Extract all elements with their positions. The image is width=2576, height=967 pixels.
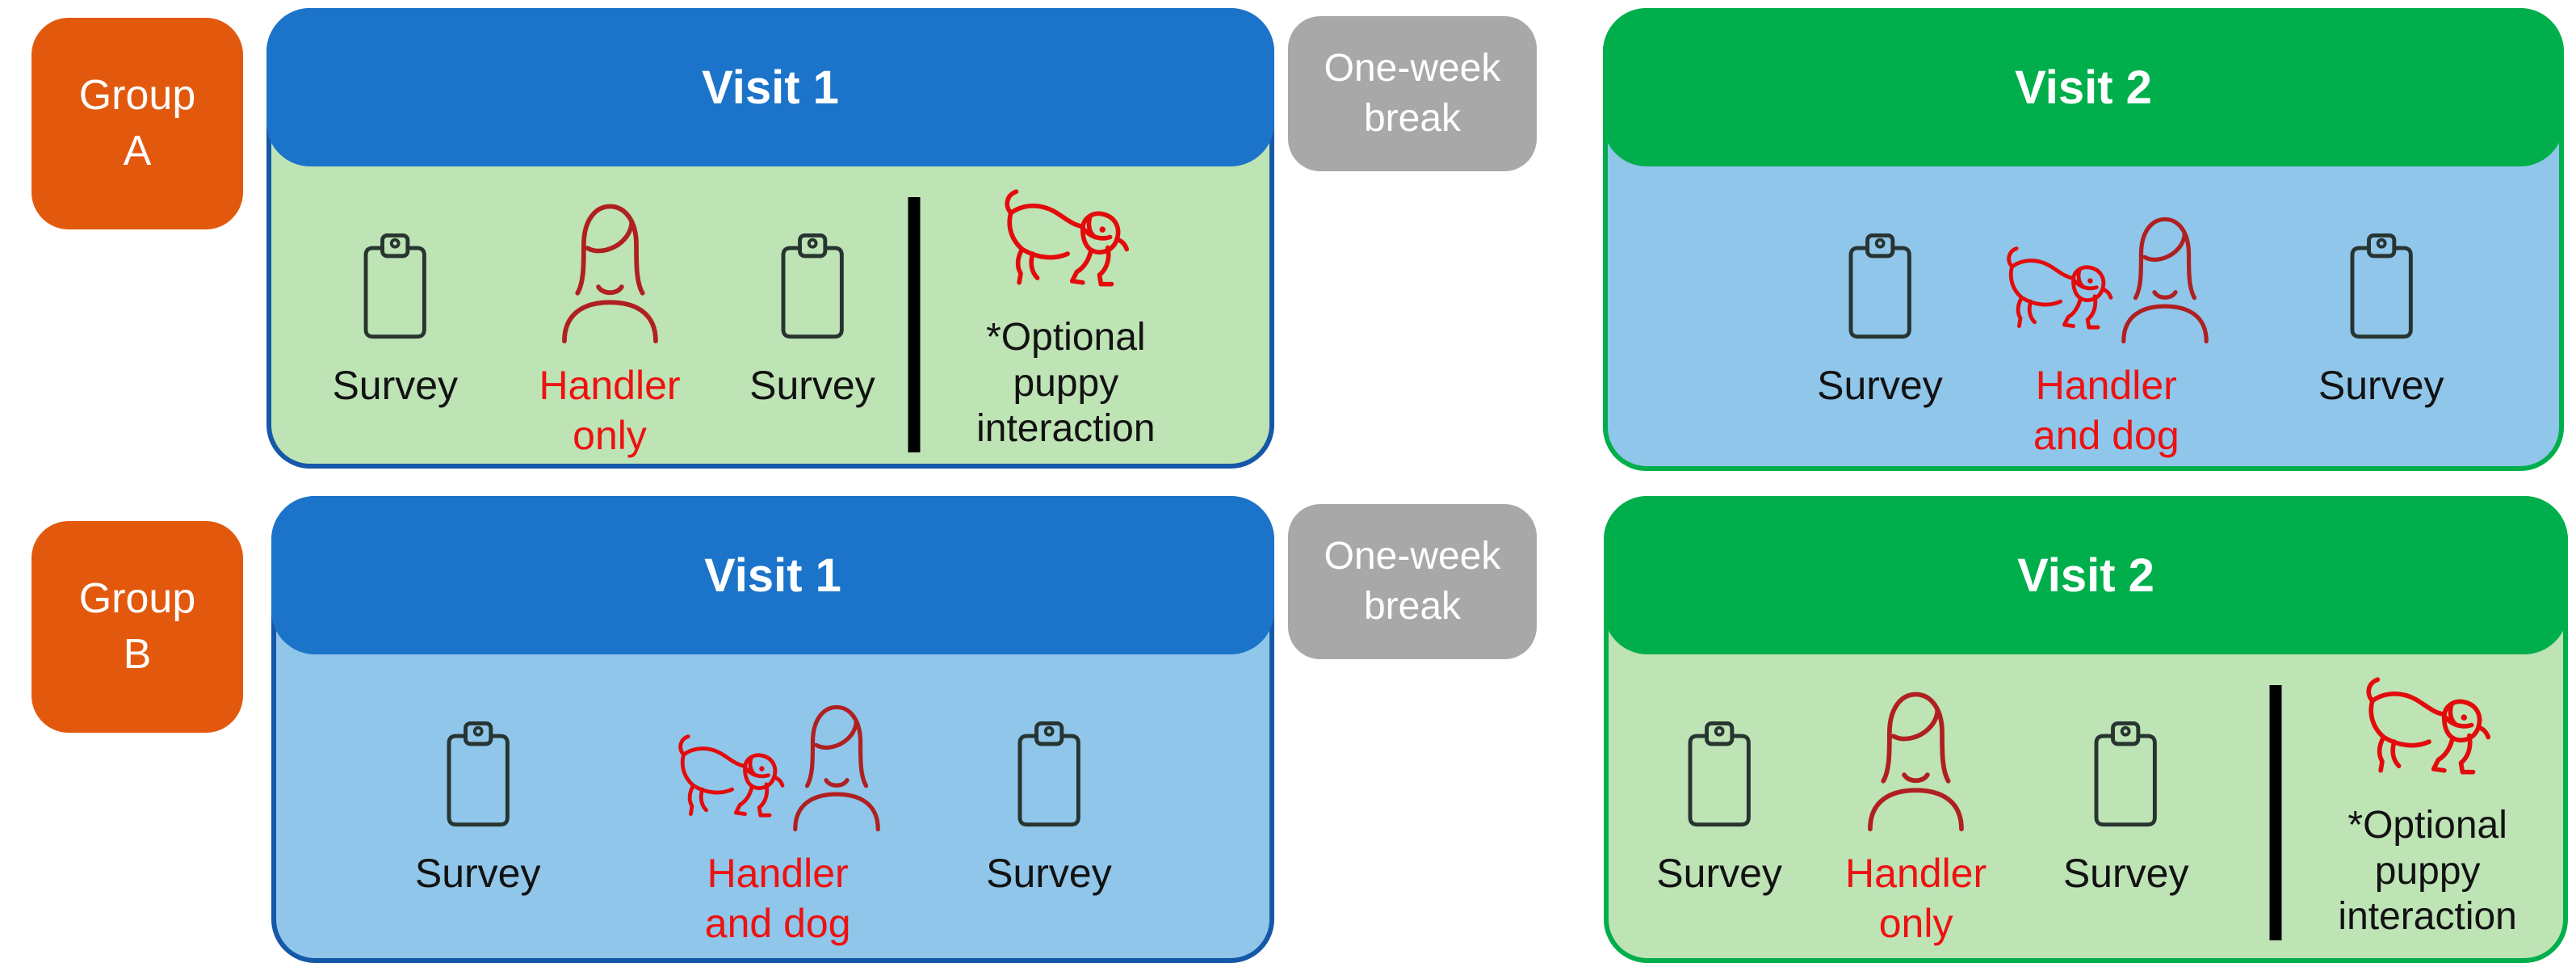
survey-cell: Survey [2318, 191, 2444, 410]
survey-label: Survey [2062, 851, 2189, 896]
handler-cell: Handler only [539, 191, 681, 460]
puppy-icon [989, 174, 1143, 304]
clipboard-icon [2345, 191, 2418, 344]
survey-cell: Survey [1656, 679, 1782, 898]
visit1-body: Survey Handler a [276, 656, 1269, 958]
puppy-icon [2351, 662, 2504, 792]
visit1-header: Visit 1 [271, 496, 1274, 654]
handler-and-dog-cell: Handler and dog [672, 679, 883, 948]
clipboard-icon [1844, 191, 1916, 344]
optional-puppy-cell: *Optional puppy interaction [2338, 662, 2517, 940]
clipboard-icon [776, 191, 849, 344]
group-b-box: Group B [31, 521, 243, 733]
survey-label: Survey [1817, 363, 1943, 408]
group-a-visit1-card: Visit 1 Survey Handler only [266, 8, 1274, 469]
handler-label: Handler only [539, 363, 681, 458]
group-a-visit2-card: Visit 2 Survey [1603, 8, 2564, 471]
visit1-title: Visit 1 [702, 61, 839, 114]
survey-label: Survey [414, 851, 541, 896]
one-week-break-box: One-week break [1288, 504, 1537, 659]
visit1-header: Visit 1 [266, 8, 1274, 166]
one-week-break-box: One-week break [1288, 16, 1537, 171]
visit2-header: Visit 2 [1603, 8, 2564, 166]
woman-icon [790, 699, 883, 832]
visit2-body: Survey Handler a [1608, 168, 2559, 466]
clipboard-icon [359, 191, 431, 344]
group-a-box: Group A [31, 18, 243, 229]
woman-icon [2118, 211, 2212, 344]
woman-icon [551, 191, 669, 344]
survey-cell: Survey [332, 191, 458, 410]
woman-icon [1857, 679, 1975, 832]
visit2-title: Visit 2 [2017, 549, 2154, 602]
puppy-icon [672, 729, 790, 832]
handler-label: Handler only [1845, 851, 1987, 946]
survey-cell: Survey [415, 679, 541, 898]
divider-bar [2269, 685, 2282, 940]
handler-label: Handler and dog [704, 851, 851, 946]
clipboard-icon [1683, 679, 1756, 832]
survey-label: Survey [2318, 363, 2444, 408]
optional-label: *Optional puppy interaction [2338, 804, 2517, 939]
group-a-line1: Group [78, 72, 196, 120]
clipboard-icon [2090, 679, 2163, 832]
optional-puppy-cell: *Optional puppy interaction [976, 174, 1156, 452]
puppy-icon [2000, 241, 2118, 344]
optional-label: *Optional puppy interaction [976, 316, 1156, 451]
visit2-header: Visit 2 [1604, 496, 2568, 654]
clipboard-icon [1013, 679, 1085, 832]
group-a-line2: A [123, 128, 152, 174]
group-b-line1: Group [78, 575, 196, 623]
survey-cell: Survey [1817, 191, 1943, 410]
survey-cell: Survey [986, 679, 1112, 898]
handler-and-dog-cell: Handler and dog [2000, 191, 2212, 460]
handler-cell: Handler only [1845, 679, 1987, 948]
visit1-body: Survey Handler only Survey [271, 168, 1269, 464]
group-b-visit1-card: Visit 1 Survey [271, 496, 1274, 963]
survey-label: Survey [1656, 851, 1782, 896]
survey-label: Survey [749, 363, 875, 408]
survey-cell: Survey [2062, 679, 2189, 898]
visit2-title: Visit 2 [2015, 61, 2152, 114]
visit1-title: Visit 1 [704, 549, 841, 602]
clipboard-icon [442, 679, 514, 832]
survey-label: Survey [332, 363, 459, 408]
divider-bar [908, 197, 921, 452]
handler-label: Handler and dog [2033, 363, 2180, 458]
visit2-body: Survey Handler only Survey [1609, 656, 2563, 958]
group-b-visit2-card: Visit 2 Survey Handler only [1604, 496, 2568, 963]
survey-cell: Survey [749, 191, 875, 410]
survey-label: Survey [986, 851, 1112, 896]
group-b-line2: B [123, 631, 152, 678]
